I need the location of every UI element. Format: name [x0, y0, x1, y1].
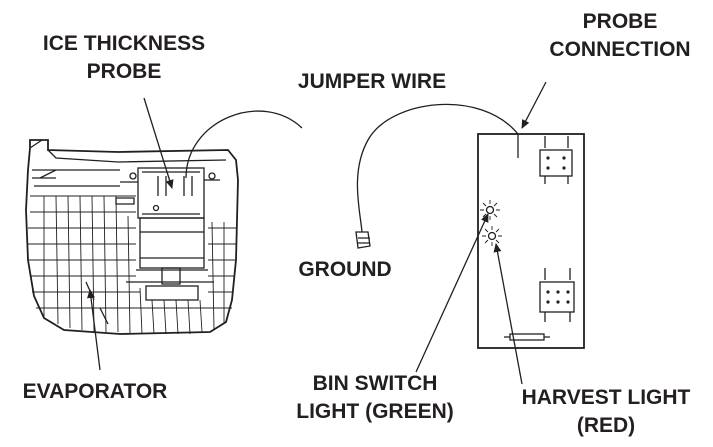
jumper-wire: [185, 103, 519, 249]
leader-arrows: [87, 81, 547, 385]
harvest-leader: [493, 243, 523, 385]
bin-switch-light-label: BIN SWITCH LIGHT (GREEN): [296, 372, 454, 423]
ice-thickness-probe-label: ICE THICKNESS PROBE: [42, 32, 206, 83]
ice-probe-leader: [143, 97, 174, 189]
harvest-light-label: HARVEST LIGHT (RED): [521, 386, 691, 437]
jumper-wire-label: JUMPER WIRE: [297, 70, 447, 93]
probe-connection-leader: [521, 81, 547, 129]
ground-label: GROUND: [298, 258, 392, 281]
evaporator-assembly: [25, 139, 239, 335]
probe-connection-label: PROBE CONNECTION: [549, 10, 691, 61]
harvest-led-icon: [482, 226, 502, 246]
bin-switch-led-icon: [480, 200, 500, 220]
bin-switch-leader: [415, 213, 489, 373]
evaporator-leader: [87, 289, 101, 371]
control-board: [477, 133, 585, 349]
evaporator-label: EVAPORATOR: [22, 380, 168, 403]
